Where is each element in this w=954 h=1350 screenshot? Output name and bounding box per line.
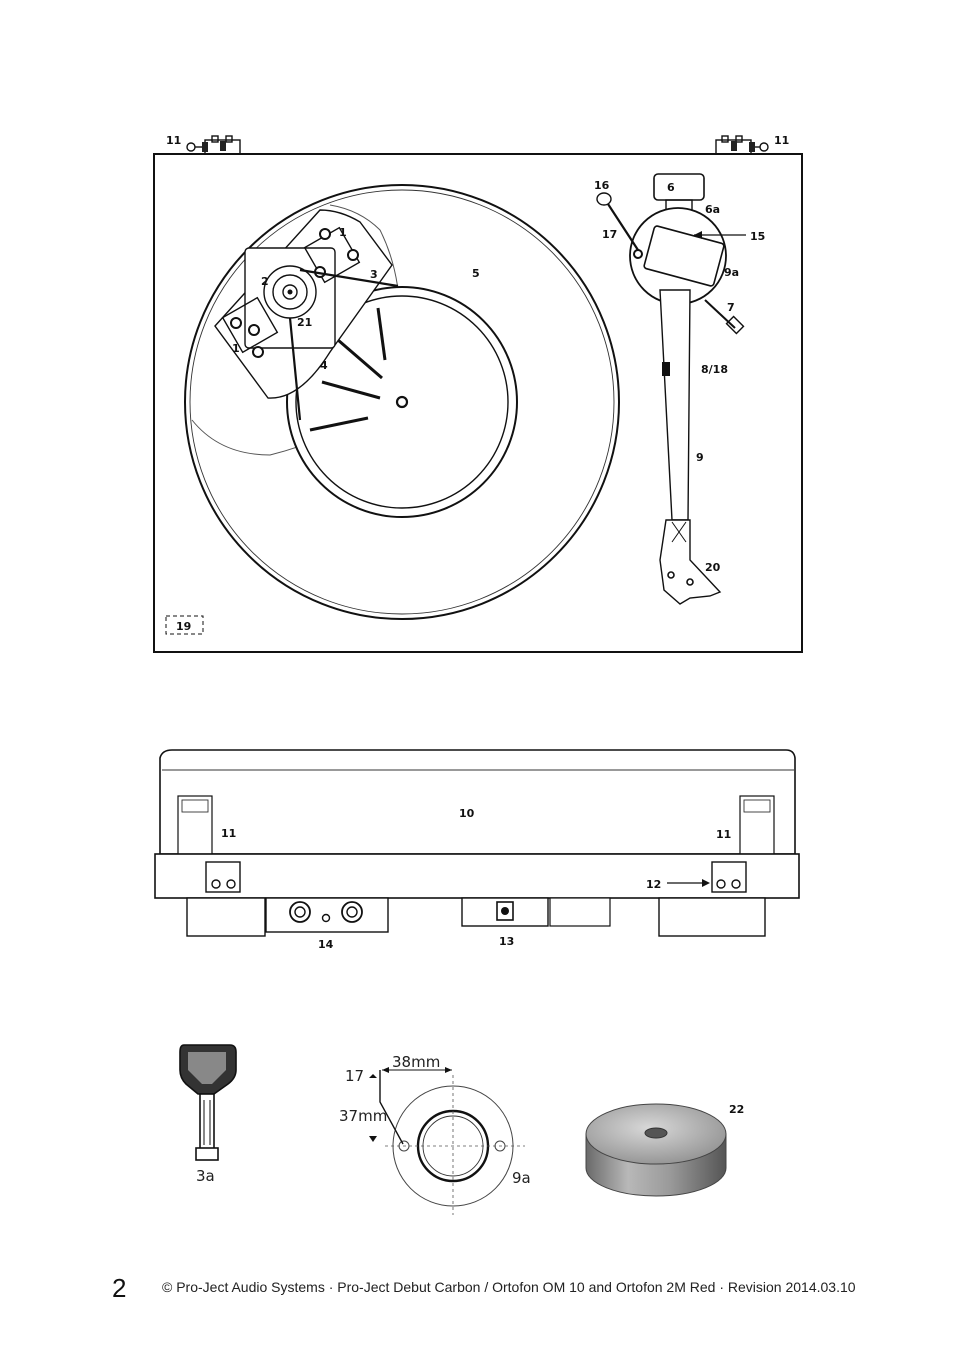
dust-cover bbox=[159, 749, 796, 855]
label-template-width: 38mm bbox=[392, 1053, 440, 1071]
rear-view: 10 11 11 12 13 14 bbox=[154, 749, 800, 951]
label-tonearm-base: 9a bbox=[724, 266, 739, 279]
label-platter: 5 bbox=[472, 267, 480, 280]
label-motor-pulley: 2 bbox=[261, 275, 269, 288]
template-drawing bbox=[369, 1067, 525, 1215]
label-hinge-left: 11 bbox=[166, 134, 181, 147]
label-motor-bearing: 21 bbox=[297, 316, 312, 329]
label-hinge-screw: 12 bbox=[646, 878, 661, 891]
label-template-height: 37mm bbox=[339, 1107, 387, 1125]
pulley-tool bbox=[179, 1044, 237, 1161]
tonearm-assembly bbox=[596, 173, 746, 605]
spindle bbox=[395, 395, 409, 409]
label-headshell: 20 bbox=[705, 561, 721, 574]
label-rear-hinge-right: 11 bbox=[716, 828, 731, 841]
label-counterweight-stub: 6a bbox=[705, 203, 720, 216]
label-template-base: 9a bbox=[512, 1169, 531, 1187]
antiskate-weight bbox=[596, 192, 612, 206]
label-power-socket: 13 bbox=[499, 935, 514, 948]
label-rear-hinge-left: 11 bbox=[221, 827, 236, 840]
label-counterweight: 6 bbox=[667, 181, 675, 194]
counterweight bbox=[653, 173, 705, 201]
belt bbox=[288, 268, 399, 421]
page-number: 2 bbox=[112, 1273, 127, 1303]
label-antiskate-stub: 15 bbox=[750, 230, 765, 243]
hinge-right-top bbox=[715, 135, 769, 155]
hinge-left-top bbox=[186, 135, 241, 155]
label-arm-rest: 8/18 bbox=[701, 363, 728, 376]
label-antiskate-thread: 17 bbox=[602, 228, 617, 241]
plinth-corner-box bbox=[165, 615, 204, 635]
record-clamp bbox=[585, 1103, 727, 1197]
label-arm-lift: 7 bbox=[727, 301, 735, 314]
rear-plinth bbox=[154, 853, 800, 899]
foot-right bbox=[658, 897, 766, 937]
top-view: 11 11 1 2 3 5 bbox=[153, 134, 803, 653]
label-plinth-corner: 19 bbox=[176, 620, 191, 633]
label-sub-platter: 4 bbox=[320, 359, 328, 372]
foot-left bbox=[186, 897, 266, 937]
label-pulley-tool: 3a bbox=[196, 1167, 215, 1185]
label-motor-screw-top: 1 bbox=[339, 226, 347, 239]
label-template-thread: 17 bbox=[345, 1067, 364, 1085]
footer-text: © Pro-Ject Audio Systems · Pro-Ject Debu… bbox=[162, 1279, 856, 1295]
label-record-clamp: 22 bbox=[729, 1103, 744, 1116]
label-motor-screw-bottom: 1 bbox=[232, 342, 240, 355]
label-belt: 3 bbox=[370, 268, 378, 281]
antiskate-thread bbox=[607, 203, 639, 251]
label-dust-cover: 10 bbox=[459, 807, 475, 820]
label-tonearm: 9 bbox=[696, 451, 704, 464]
label-antiskate-weight: 16 bbox=[594, 179, 610, 192]
headshell bbox=[659, 519, 722, 605]
label-rca-output: 14 bbox=[318, 938, 334, 951]
label-hinge-right: 11 bbox=[774, 134, 789, 147]
